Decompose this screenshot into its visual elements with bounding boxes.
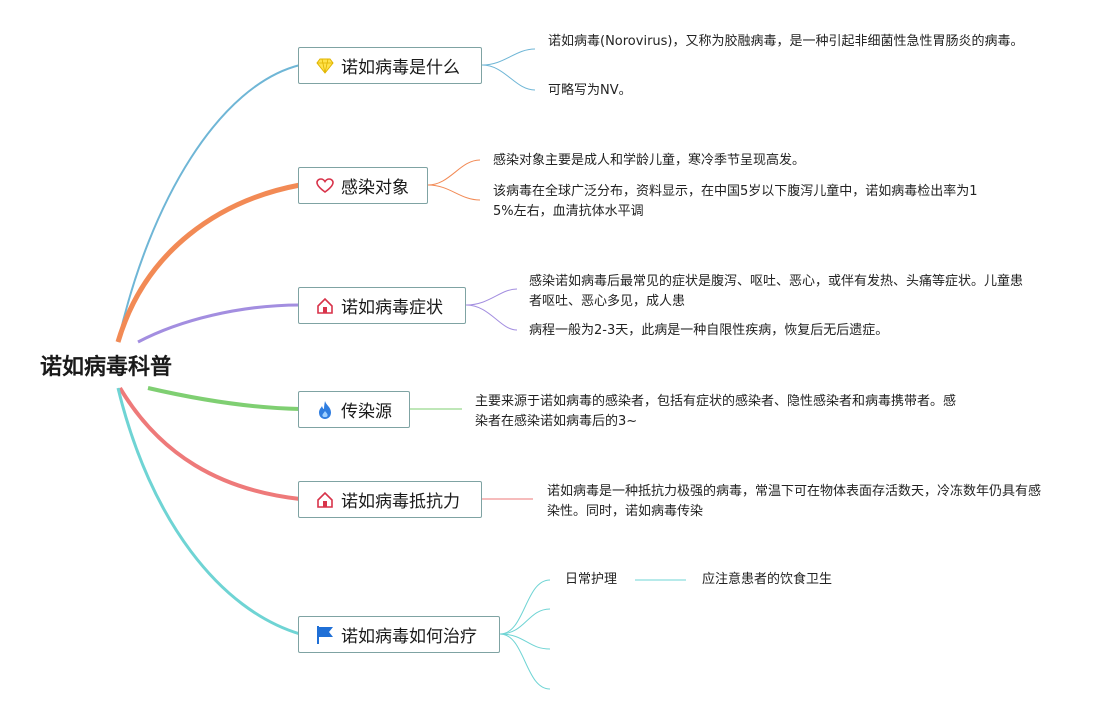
leaf-1-1: 诺如病毒(Norovirus)，又称为胶融病毒，是一种引起非细菌性急性胃肠炎的病… [548,34,1024,49]
connector-root-branch-5 [118,386,301,501]
connector-root-branch-4 [147,386,301,411]
connector-root-branch-6 [116,387,301,636]
leaf-4-1: 主要来源于诺如病毒的感染者，包括有症状的感染者、隐性感染者和病毒携带者。感染者在… [475,394,957,429]
leaf-3-1: 感染诺如病毒后最常见的症状是腹泻、呕吐、恶心，或伴有发热、头痛等症状。儿童患者呕… [529,274,1024,309]
home-icon [315,490,335,510]
connector-leaf-1-2 [481,64,536,91]
heart-icon [315,176,335,196]
leaf-6-1[interactable]: 日常护理 [565,572,618,587]
leaf-2-1: 感染对象主要是成人和学龄儿童，寒冷季节呈现高发。 [493,153,806,168]
connector-leaf-2-2 [427,184,481,201]
topic-label: 传染源 [341,402,392,422]
topic-infection-source[interactable]: 传染源 [298,391,410,428]
connector-leaf-6-4 [499,633,551,690]
leaf-1-2: 可略写为NV。 [548,83,632,98]
connector-root-branch-3 [137,303,301,344]
connector-leaf-6-3 [499,633,551,650]
topic-resistance[interactable]: 诺如病毒抵抗力 [298,481,482,518]
root-topic[interactable]: 诺如病毒科普 [40,355,173,380]
connector-leaf-2-1 [427,159,481,186]
subleaf-6-1: 应注意患者的饮食卫生 [702,572,833,587]
topic-infection-targets[interactable]: 感染对象 [298,167,428,204]
leaf-3-2: 病程一般为2-3天，此病是一种自限性疾病，恢复后无后遗症。 [529,323,889,338]
topic-label: 诺如病毒抵抗力 [341,492,460,512]
connector-leaf-1-1 [481,48,536,66]
fire-icon [315,400,335,420]
topic-label: 感染对象 [341,178,409,198]
flag-icon [315,625,335,645]
connector-leaf-3-2 [465,304,518,331]
diamond-icon [315,56,335,76]
topic-label: 诺如病毒如何治疗 [341,627,477,647]
topic-label: 诺如病毒是什么 [341,58,460,78]
connector-leaf-3-1 [465,288,518,306]
connector-leaf-6-1 [499,579,551,635]
connector-root-branch-2 [115,182,301,343]
connector-leaf-6-2 [499,608,551,635]
connector-root-branch-1 [117,64,301,343]
topic-treatment[interactable]: 诺如病毒如何治疗 [298,616,500,653]
topic-label: 诺如病毒症状 [341,298,443,318]
topic-what-is-norovirus[interactable]: 诺如病毒是什么 [298,47,482,84]
topic-symptoms[interactable]: 诺如病毒症状 [298,287,466,324]
leaf-2-2: 该病毒在全球广泛分布，资料显示，在中国5岁以下腹泻儿童中，诺如病毒检出率为15%… [493,184,978,219]
home-icon [315,296,335,316]
leaf-5-1: 诺如病毒是一种抵抗力极强的病毒，常温下可在物体表面存活数天，冷冻数年仍具有感染性… [547,484,1042,519]
